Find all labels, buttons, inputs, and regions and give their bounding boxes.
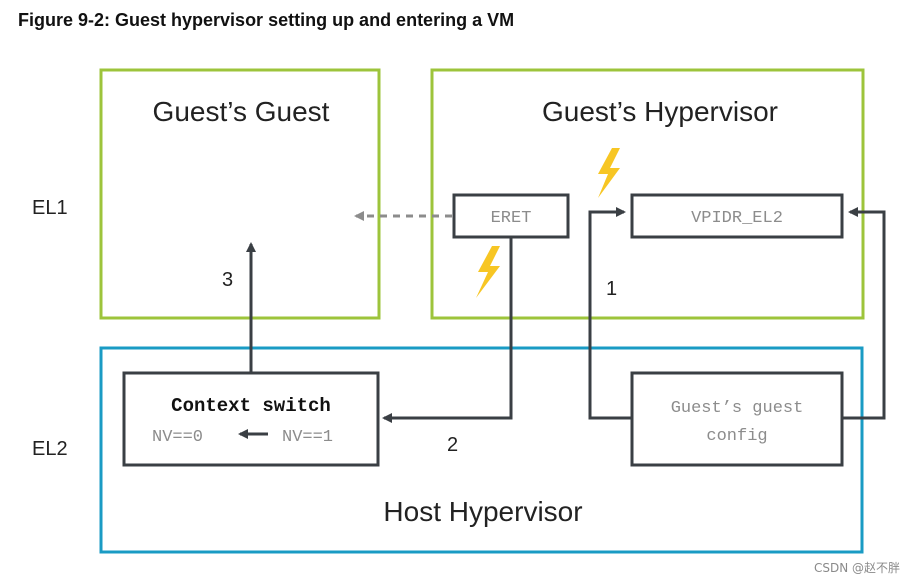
guests-guest-region [99,68,381,320]
host-hypervisor-label: Host Hypervisor [383,496,582,527]
guests-guest-label: Guest’s Guest [153,96,330,127]
vpidr-label: VPIDR_EL2 [691,209,783,228]
step-1: 1 [606,278,617,300]
step-3: 3 [222,269,233,291]
watermark: CSDN @赵不胖 [813,561,900,575]
el1-label: EL1 [32,197,68,219]
lightning-icon [598,148,620,198]
guest-config-box [630,371,844,467]
step-2: 2 [447,434,458,456]
eret-trap-arrow [382,237,513,423]
context-switch-title: Context switch [171,395,331,417]
guests-hypervisor-label: Guest’s Hypervisor [542,96,778,127]
guest-config-line1: Guest’s guest [671,399,804,418]
lightning-icon [476,246,500,298]
config-to-vpidr-right-arrow [842,207,886,420]
config-to-vpidr-left-arrow [588,207,632,420]
nv1-label: NV==1 [282,428,333,447]
el2-label: EL2 [32,438,68,460]
vpidr-box [630,193,844,239]
guest-config-line2: config [706,427,767,446]
figure-caption: Figure 9-2: Guest hypervisor setting up … [18,10,515,30]
eret-label: ERET [491,209,532,228]
guests-hypervisor-region [430,68,865,320]
nv0-label: NV==0 [152,428,203,447]
context-switch-box [122,371,380,467]
host-hypervisor-region [99,346,864,554]
